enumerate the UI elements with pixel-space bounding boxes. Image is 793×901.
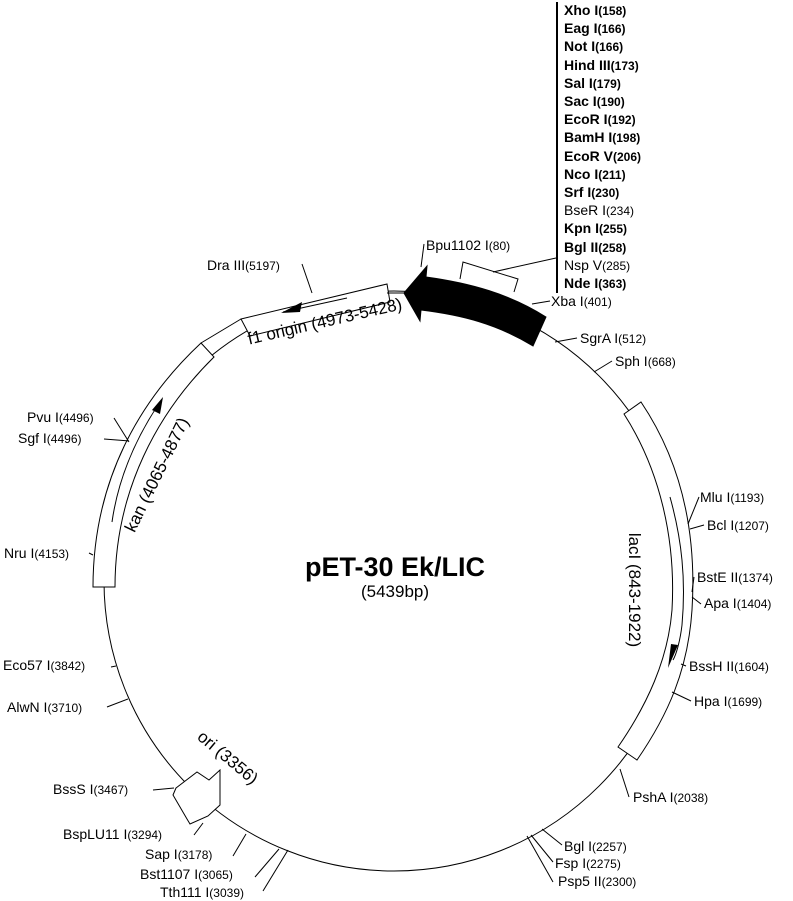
mcs-site: BseR I(234)	[564, 202, 635, 219]
mcs-site: Nde I(363)	[564, 275, 627, 292]
site-label-sapi: Sap I(3178)	[145, 846, 213, 862]
site-label-psp5ii: Psp5 II(2300)	[558, 873, 637, 889]
mcs-site: Sac I(190)	[564, 93, 625, 110]
site-label-bgli: Bgl I(2257)	[564, 838, 627, 854]
mcs-site-list: Xho I(158) Eag I(166) Not I(166) Hind II…	[556, 2, 642, 294]
feature-label-laci: lacI (843-1922)	[625, 532, 645, 648]
site-label-bsteii: BstE II(1374)	[697, 569, 773, 585]
site-label-bpu1102i: Bpu1102 I(80)	[426, 237, 511, 253]
site-label-tth111i: Tth111 I(3039)	[160, 884, 244, 900]
site-label-mlui: Mlu I(1193)	[700, 489, 765, 505]
site-label-bcli: Bcl I(1207)	[707, 517, 769, 533]
mcs-bracket	[459, 257, 557, 293]
site-label-sgfi: Sgf I(4496)	[18, 430, 82, 446]
site-label-bst1107i: Bst1107 I(3065)	[140, 866, 233, 882]
mcs-site: Sal I(179)	[564, 74, 621, 91]
mcs-site: EcoR V(206)	[564, 147, 642, 164]
laci-feature	[617, 401, 694, 761]
site-label-hpai: Hpa I(1699)	[694, 693, 763, 709]
t7-region-feature	[403, 264, 547, 347]
site-label-alwni: AlwN I(3710)	[7, 699, 83, 715]
site-label-xbai: Xba I(401)	[551, 293, 612, 309]
site-ticks	[88, 243, 705, 892]
mcs-site: Xho I(158)	[564, 2, 627, 18]
site-label-fspi: Fsp I(2275)	[555, 855, 621, 871]
mcs-site: BamH I(198)	[564, 129, 641, 146]
site-label-bsplu11i: BspLU11 I(3294)	[63, 826, 163, 842]
f1-arrow-icon	[281, 302, 302, 313]
plasmid-size: (5439bp)	[360, 582, 430, 601]
mcs-site: Nco I(211)	[564, 165, 626, 182]
kan-arrow-icon	[152, 397, 163, 414]
site-label-apai: Apa I(1404)	[704, 595, 772, 611]
f1-origin-feature	[240, 283, 404, 337]
kan-feature	[92, 318, 242, 588]
mcs-site: Not I(166)	[564, 38, 624, 55]
ori-feature	[172, 768, 221, 825]
site-label-pvui: Pvu I(4496)	[27, 409, 94, 425]
mcs-site: Kpn I(255)	[564, 220, 628, 237]
mcs-site: Eag I(166)	[564, 20, 626, 37]
site-label-draiii: Dra III(5197)	[207, 257, 280, 273]
site-label-sphi: Sph I(668)	[615, 353, 676, 369]
mcs-site: Bgl II(258)	[564, 238, 627, 255]
site-label-psha: PshA I(2038)	[633, 789, 709, 805]
site-label-eco57i: Eco57 I(3842)	[3, 657, 86, 673]
mcs-site: Srf I(230)	[564, 184, 620, 201]
site-label-bsshii: BssH II(1604)	[689, 658, 769, 674]
plasmid-name: pET-30 Ek/LIC	[304, 552, 486, 582]
mcs-site: EcoR I(192)	[564, 111, 636, 128]
site-label-nrui: Nru I(4153)	[4, 545, 70, 561]
site-label-sgrai: SgrA I(512)	[580, 330, 647, 346]
site-label-bsssi: BssS I(3467)	[53, 781, 129, 797]
mcs-site: Nsp V(285)	[564, 256, 631, 273]
laci-arrow-icon	[668, 644, 678, 668]
mcs-site: Hind III(173)	[564, 56, 639, 73]
